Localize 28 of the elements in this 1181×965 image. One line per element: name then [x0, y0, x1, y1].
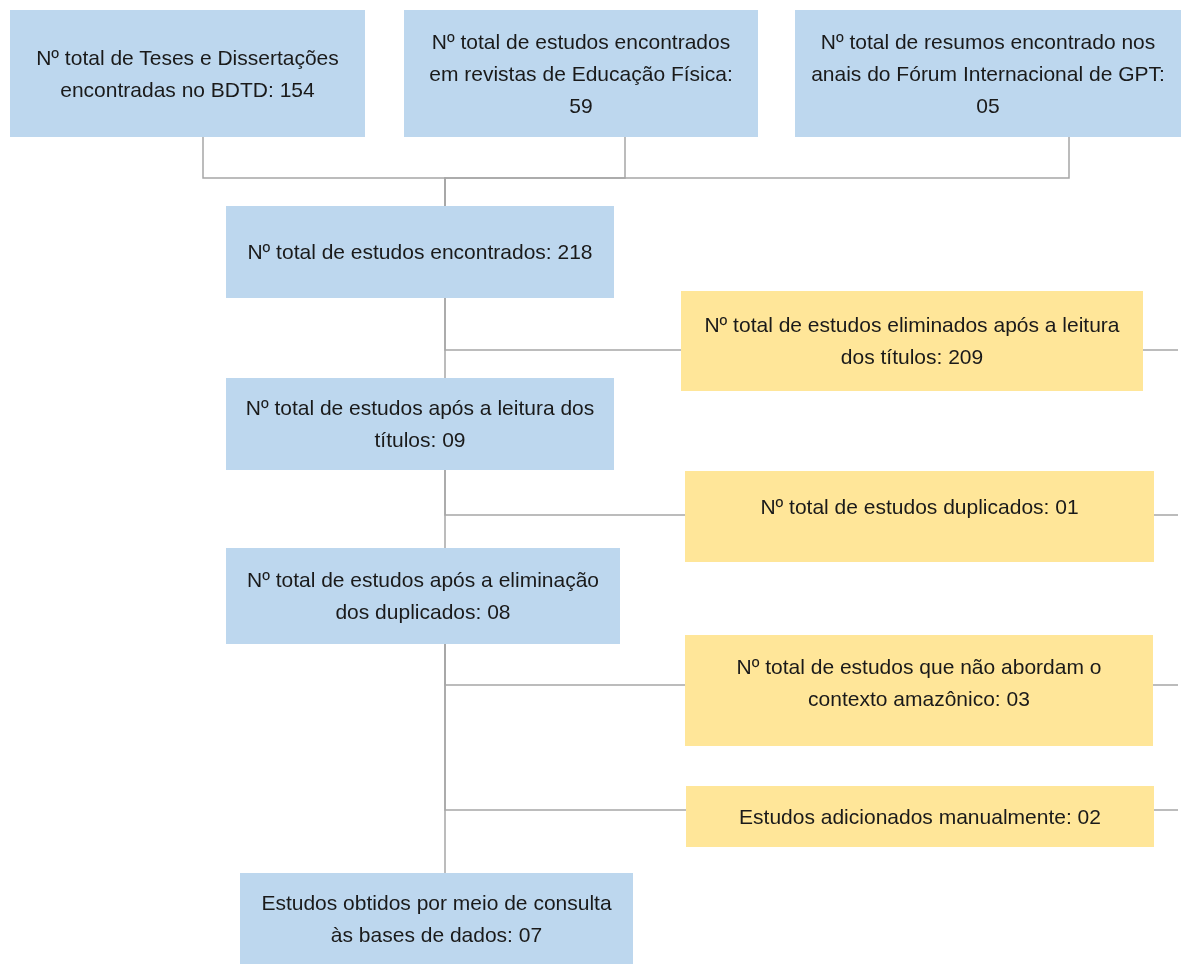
- process-box: [681, 291, 1143, 391]
- connector-line: [1152, 684, 1179, 686]
- box-text: Nº total de Teses e Dissertações encontradas no BDTD: 154: [35, 44, 340, 103]
- connector-line: [1153, 514, 1179, 516]
- box-text: Nº total de estudos eliminados após a leitura dos títulos: 209: [703, 312, 1121, 370]
- process-box: [686, 786, 1154, 847]
- box-text: Estudos adicionados manualmente: 02: [739, 803, 1101, 830]
- box-text: Nº total de estudos encontrados: 218: [247, 239, 593, 265]
- connector-line: [444, 297, 682, 351]
- process-box: [404, 10, 758, 137]
- process-box: [226, 548, 620, 644]
- process-box: [685, 471, 1154, 562]
- box-text: Nº total de estudos após a leitura dos títulos: 09: [244, 395, 596, 453]
- connector-line: [1142, 349, 1179, 351]
- box-text: Nº total de estudos encontrados em revistas de Educação Física: 59: [428, 28, 734, 119]
- process-box: [226, 206, 614, 298]
- connector-line: [1153, 809, 1179, 811]
- connector-line: [444, 469, 686, 516]
- process-box: [10, 10, 365, 137]
- box-text: Nº total de resumos encontrado nos anais do Fórum Internacional de GPT: 05: [810, 28, 1166, 119]
- box-text: Estudos obtidos por meio de consulta às bases de dados: 07: [260, 889, 613, 948]
- process-box: [795, 10, 1181, 137]
- box-text: Nº total de estudos que não abordam o contexto amazônico: 03: [735, 654, 1103, 712]
- box-text: Nº total de estudos após a eliminação dos duplicados: 08: [245, 567, 601, 625]
- process-box: [685, 635, 1153, 746]
- process-box: [240, 873, 633, 964]
- process-box: [226, 378, 614, 470]
- box-text: Nº total de estudos duplicados: 01: [760, 494, 1079, 520]
